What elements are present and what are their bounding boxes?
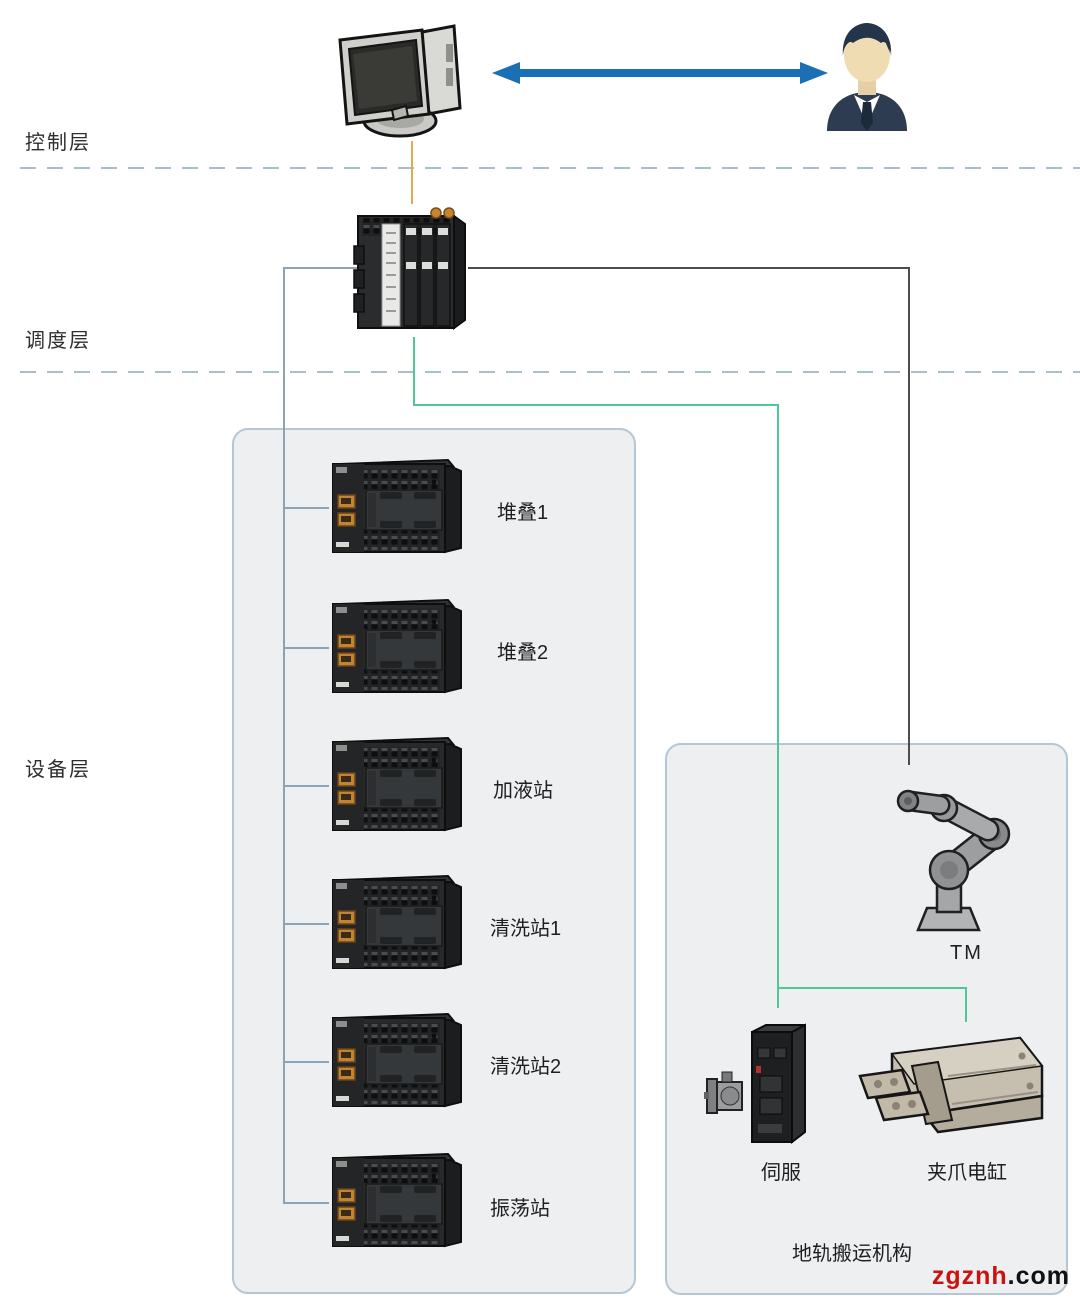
line-stub-device-1 — [283, 507, 329, 509]
line-teal-horizontal-top — [413, 404, 779, 406]
plc-icon-station-1 — [330, 458, 470, 558]
tm-robot-icon — [882, 772, 1017, 937]
rail-transfer-label: 地轨搬运机构 — [792, 1243, 912, 1265]
station-label-6: 振荡站 — [490, 1198, 550, 1220]
servo-drive-icon — [704, 1022, 822, 1148]
bidirectional-arrow-icon — [490, 58, 830, 88]
station-label-3: 加液站 — [493, 780, 553, 802]
layer-divider-scheduling-device — [20, 371, 1080, 373]
line-to-servo — [777, 404, 779, 1008]
desktop-computer-icon — [322, 22, 467, 144]
servo-label: 伺服 — [761, 1162, 801, 1184]
station-label-1: 堆叠1 — [497, 502, 549, 524]
plc-icon-station-6 — [330, 1152, 470, 1252]
line-to-gripper — [965, 987, 967, 1022]
station-label-2: 堆叠2 — [497, 642, 549, 664]
layer-label-device: 设备层 — [25, 759, 91, 781]
station-label-4: 清洗站1 — [490, 918, 562, 940]
operator-person-icon — [821, 13, 913, 133]
watermark-site: zgznh — [931, 1262, 1008, 1290]
line-controller-left-horizontal — [283, 267, 357, 269]
line-stub-device-6 — [283, 1202, 329, 1204]
line-teal-branch-horizontal — [777, 987, 967, 989]
line-computer-to-controller — [411, 141, 413, 204]
watermark: zgznh.com — [932, 1262, 1070, 1291]
line-stub-device-2 — [283, 647, 329, 649]
line-stub-device-4 — [283, 923, 329, 925]
plc-icon-station-4 — [330, 874, 470, 974]
layer-label-scheduling: 调度层 — [25, 330, 91, 352]
device-stations-panel — [232, 428, 636, 1294]
plc-icon-station-3 — [330, 736, 470, 836]
layer-divider-control-scheduling — [20, 167, 1080, 169]
gripper-cylinder-icon — [852, 1034, 1044, 1140]
automation-controller-icon — [352, 202, 468, 338]
layer-label-control: 控制层 — [25, 132, 91, 154]
watermark-tld: .com — [1007, 1262, 1070, 1290]
line-stub-device-5 — [283, 1061, 329, 1063]
gripper-label: 夹爪电缸 — [927, 1162, 1007, 1184]
line-controller-right-horizontal — [468, 267, 910, 269]
line-to-tm-robot — [908, 267, 910, 765]
line-left-bus-vertical — [283, 267, 285, 1204]
plc-icon-station-5 — [330, 1012, 470, 1112]
station-label-5: 清洗站2 — [490, 1056, 562, 1078]
line-stub-device-3 — [283, 785, 329, 787]
line-controller-bottom — [413, 337, 415, 405]
plc-icon-station-2 — [330, 598, 470, 698]
tm-robot-label: TM — [950, 942, 983, 964]
